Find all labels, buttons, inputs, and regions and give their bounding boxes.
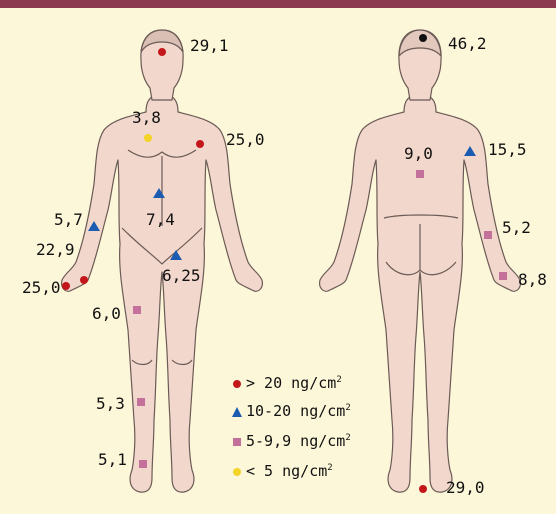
legend-gt20: > 20 ng/cm2 [232, 372, 342, 391]
value-front-thigh: 6,0 [92, 306, 121, 322]
value-front-hand: 25,0 [22, 280, 61, 296]
value-front-upper-arm: 5,7 [54, 212, 83, 228]
legend-5-9-text: 5-9,9 ng/cm [246, 432, 345, 450]
marker-back-hand [499, 272, 507, 280]
red-circle-icon [232, 379, 242, 389]
value-front-shin: 5,3 [96, 396, 125, 412]
marker-front-shin [137, 398, 145, 406]
value-back-forearm: 5,2 [502, 220, 531, 236]
legend-10-20-sup: 2 [345, 403, 350, 413]
marker-back-forearm [484, 231, 492, 239]
pink-square-icon [232, 437, 242, 447]
marker-back-crown [419, 34, 427, 42]
marker-front-shoulder [196, 140, 204, 148]
value-front-shoulder: 25,0 [226, 132, 265, 148]
legend-10-20: 10-20 ng/cm2 [232, 400, 351, 419]
value-back-back: 9,0 [404, 146, 433, 162]
front-figure [62, 30, 263, 492]
marker-front-head [158, 48, 166, 56]
value-back-hand: 8,8 [518, 272, 547, 288]
marker-front-thigh [133, 306, 141, 314]
value-front-ankle: 5,1 [98, 452, 127, 468]
value-back-crown: 46,2 [448, 36, 487, 52]
value-front-wrist: 22,9 [36, 242, 75, 258]
legend-gt20-text: > 20 ng/cm [246, 374, 336, 392]
yellow-circle-icon [232, 467, 242, 477]
legend-5-9-sup: 2 [345, 433, 350, 443]
value-front-head: 29,1 [190, 38, 229, 54]
back-figure [320, 30, 521, 492]
value-front-groin: 6,25 [162, 268, 201, 284]
legend-lt5: < 5 ng/cm2 [232, 460, 333, 479]
marker-back-back [416, 170, 424, 178]
marker-front-hand [62, 282, 70, 290]
value-back-upper-arm: 15,5 [488, 142, 527, 158]
marker-front-wrist [80, 276, 88, 284]
value-front-abdomen: 7,4 [146, 212, 175, 228]
marker-front-chest [144, 134, 152, 142]
legend-gt20-sup: 2 [336, 375, 341, 385]
marker-front-ankle [139, 460, 147, 468]
blue-triangle-icon [232, 407, 242, 417]
value-front-chest: 3,8 [132, 110, 161, 126]
marker-back-heel [419, 485, 427, 493]
legend-lt5-sup: 2 [327, 463, 332, 473]
value-back-heel: 29,0 [446, 480, 485, 496]
legend-5-9: 5-9,9 ng/cm2 [232, 430, 351, 449]
legend-lt5-text: < 5 ng/cm [246, 462, 327, 480]
legend-10-20-text: 10-20 ng/cm [246, 402, 345, 420]
